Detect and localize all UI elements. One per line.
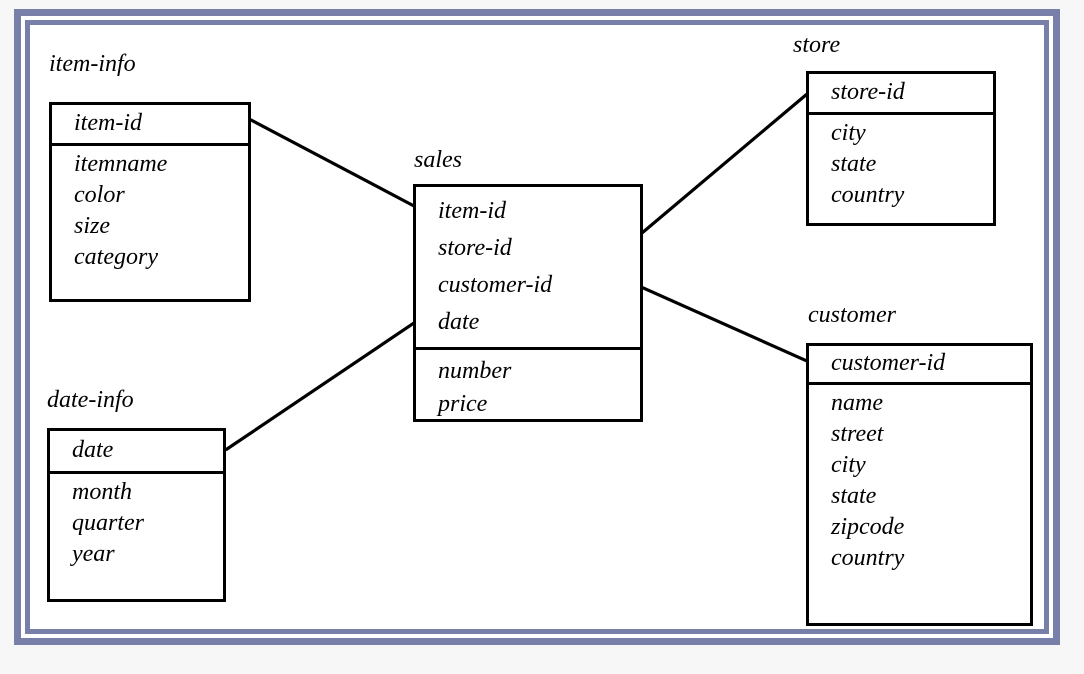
attribute-sales-date: date [438,309,480,335]
attribute-section-store: city state country [809,115,993,211]
attribute-color: color [74,182,125,208]
attribute-store-country: country [831,182,905,208]
attribute-section-item-info: itemname color size category [52,146,248,273]
attribute-store-state: state [831,151,877,177]
attribute-month: month [72,479,132,505]
entity-box-customer[interactable]: customer-id name street city state zipco… [806,343,1033,626]
attribute-size: size [74,213,110,239]
entity-title-customer: customer [808,302,896,328]
attribute-store-city: city [831,120,866,146]
attribute-sales-store-id: store-id [438,235,512,261]
attribute-category: category [74,244,158,270]
attribute-section-date-info: month quarter year [50,474,223,570]
key-section-date-info: date [50,431,223,474]
attribute-customer-country: country [831,545,905,571]
attribute-date: date [72,437,114,463]
attribute-customer-id: customer-id [831,350,946,376]
entity-box-item-info[interactable]: item-id itemname color size category [49,102,251,302]
attribute-customer-name: name [831,390,883,416]
attribute-customer-state: state [831,483,877,509]
entity-title-sales: sales [414,147,462,173]
attribute-sales-customer-id: customer-id [438,272,553,298]
attribute-year: year [72,541,115,567]
attribute-customer-city: city [831,452,866,478]
entity-box-date-info[interactable]: date month quarter year [47,428,226,602]
entity-title-item-info: item-info [49,51,136,77]
entity-title-date-info: date-info [47,387,134,413]
attribute-sales-item-id: item-id [438,198,506,224]
attribute-price: price [438,391,488,417]
key-section-sales: item-id store-id customer-id date [416,187,640,350]
entity-title-store: store [793,32,841,58]
measure-section-sales: number price [416,350,640,421]
key-section-item-info: item-id [52,105,248,146]
attribute-quarter: quarter [72,510,144,536]
attribute-section-customer: name street city state zipcode country [809,385,1030,574]
key-section-customer: customer-id [809,346,1030,385]
attribute-store-id: store-id [831,79,905,105]
attribute-number: number [438,358,512,384]
attribute-item-id: item-id [74,110,142,136]
attribute-customer-zipcode: zipcode [831,514,905,540]
entity-box-sales[interactable]: item-id store-id customer-id date number… [413,184,643,422]
entity-box-store[interactable]: store-id city state country [806,71,996,226]
attribute-itemname: itemname [74,151,168,177]
attribute-customer-street: street [831,421,884,447]
key-section-store: store-id [809,74,993,115]
